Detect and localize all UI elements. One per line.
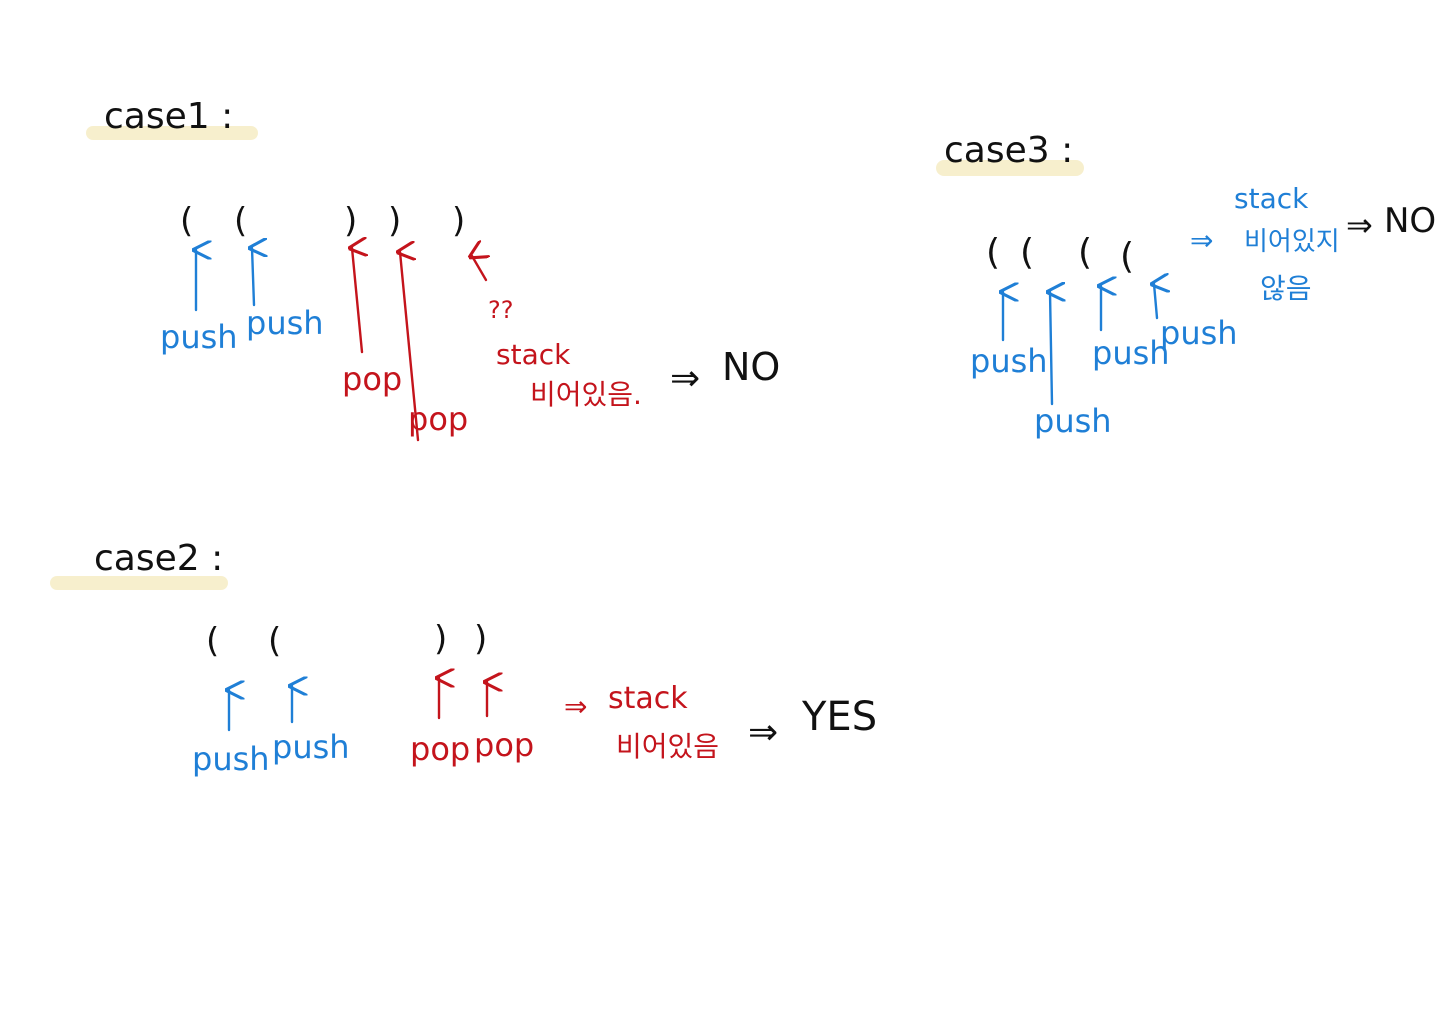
case1-title: case1 : bbox=[104, 96, 233, 137]
case2-push-label-1: push bbox=[192, 740, 270, 778]
case2-note-empty: 비어있음 bbox=[616, 730, 719, 763]
case2-open-paren-1: ( bbox=[206, 621, 219, 661]
case1-question-mark: ?? bbox=[488, 296, 513, 324]
case3-title: case3 : bbox=[944, 130, 1073, 171]
case3-note-not: 않음 bbox=[1260, 272, 1312, 305]
case1-push-label-2: push bbox=[246, 304, 324, 342]
case2-result: YES bbox=[801, 694, 877, 740]
case1-result: NO bbox=[722, 345, 780, 389]
case3-open-paren-1: ( bbox=[986, 232, 1000, 273]
case3-note-stack: stack bbox=[1234, 182, 1309, 215]
case3-result-arrow: ⇒ bbox=[1346, 206, 1373, 244]
case2-title: case2 : bbox=[94, 538, 223, 579]
case1-question-arrow bbox=[472, 256, 486, 282]
case2-open-paren-2: ( bbox=[268, 621, 281, 661]
case2-note-stack: stack bbox=[608, 681, 688, 716]
case1-pop-label-1: pop bbox=[342, 360, 402, 398]
case3-group: case3 : ( ( ( ( push push push push ⇒ st… bbox=[936, 130, 1436, 440]
case1-push-label-1: push bbox=[160, 318, 238, 356]
case3-title-highlight bbox=[936, 160, 1084, 176]
case1-pop-label-2: pop bbox=[408, 400, 468, 438]
case2-result-arrow: ⇒ bbox=[748, 712, 778, 753]
case1-open-paren-1: ( bbox=[180, 201, 193, 241]
case2-note-arrow: ⇒ bbox=[564, 690, 587, 723]
case1-push-arrow-2 bbox=[252, 248, 254, 307]
case1-note-empty: 비어있음. bbox=[530, 378, 642, 411]
case3-push-label-1: push bbox=[970, 342, 1048, 380]
case3-result: NO bbox=[1384, 201, 1436, 241]
case3-push-label-2: push bbox=[1034, 402, 1112, 440]
case3-open-paren-4: ( bbox=[1120, 236, 1134, 277]
case3-push-arrow-2 bbox=[1050, 292, 1052, 406]
case2-push-label-2: push bbox=[272, 728, 350, 766]
case3-open-paren-3: ( bbox=[1078, 232, 1092, 273]
case3-push-label-4: push bbox=[1160, 314, 1238, 352]
case1-close-paren-1: ) bbox=[344, 201, 357, 241]
case1-note-stack: stack bbox=[496, 338, 571, 371]
case1-close-paren-2: ) bbox=[388, 201, 401, 241]
case2-close-paren-2: ) bbox=[474, 619, 487, 659]
case3-note-arrow: ⇒ bbox=[1190, 224, 1213, 257]
case1-result-arrow: ⇒ bbox=[670, 358, 700, 399]
case3-push-label-3: push bbox=[1092, 334, 1170, 372]
case2-pop-label-1: pop bbox=[410, 730, 470, 768]
case2-pop-label-2: pop bbox=[474, 726, 534, 764]
case1-group: case1 : ( ( ) ) ) push push pop pop ?? s… bbox=[86, 96, 780, 442]
case2-close-paren-1: ) bbox=[434, 619, 447, 659]
case2-group: case2 : ( ( ) ) push push pop pop ⇒ stac… bbox=[50, 538, 877, 778]
case3-push-arrow-4 bbox=[1154, 284, 1157, 320]
case1-pop-arrow-2 bbox=[400, 252, 420, 442]
case2-title-highlight bbox=[50, 576, 228, 590]
case1-close-paren-3: ) bbox=[452, 201, 465, 241]
case1-open-paren-2: ( bbox=[234, 201, 247, 241]
case3-note-not-empty: 비어있지 bbox=[1244, 227, 1340, 257]
case1-title-highlight bbox=[86, 126, 258, 140]
case1-pop-arrow-1 bbox=[352, 248, 362, 354]
case3-open-paren-2: ( bbox=[1020, 232, 1034, 273]
